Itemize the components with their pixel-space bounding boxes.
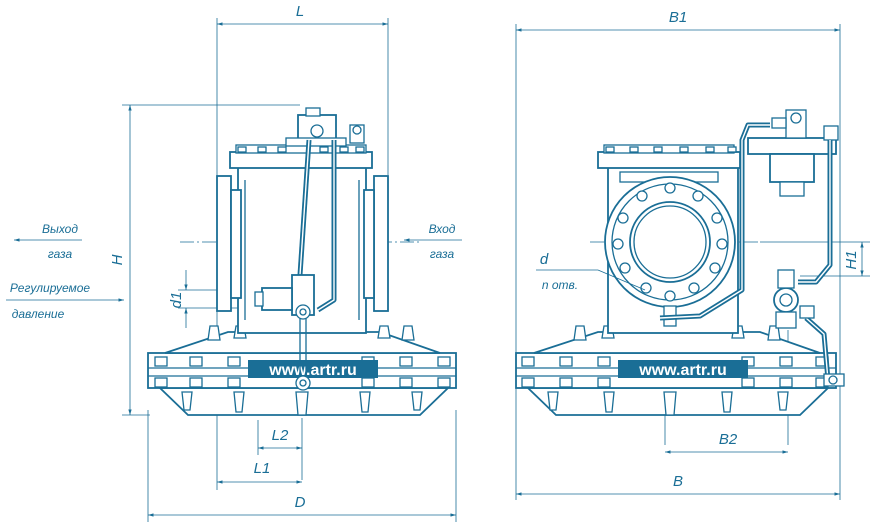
dim-d1: d1: [168, 292, 185, 309]
front-view: www.artr.ru: [6, 18, 462, 522]
dim-L2: L2: [272, 427, 289, 444]
dim-D: D: [295, 494, 306, 511]
watermark-right: www.artr.ru: [638, 362, 726, 379]
regulated-label: Регулируемое: [10, 281, 90, 295]
inlet-sub-label: газа: [430, 247, 455, 261]
dim-H: H: [109, 254, 126, 265]
dim-B1: B1: [669, 9, 687, 26]
outlet-sub-label: газа: [48, 247, 73, 261]
dim-B2: B2: [719, 431, 738, 448]
side-view: www.artr.ru: [515, 24, 870, 500]
inlet-label: Вход: [429, 222, 456, 236]
dim-n-holes: n отв.: [542, 278, 578, 292]
watermark-left: www.artr.ru: [268, 362, 356, 379]
dim-L: L: [296, 3, 304, 20]
regulated-sub-label: давление: [12, 307, 65, 321]
dim-B: B: [673, 473, 683, 490]
outlet-label: Выход: [42, 222, 78, 236]
dim-L1: L1: [254, 460, 271, 477]
dim-d: d: [540, 251, 549, 268]
dim-H1: H1: [843, 250, 860, 269]
